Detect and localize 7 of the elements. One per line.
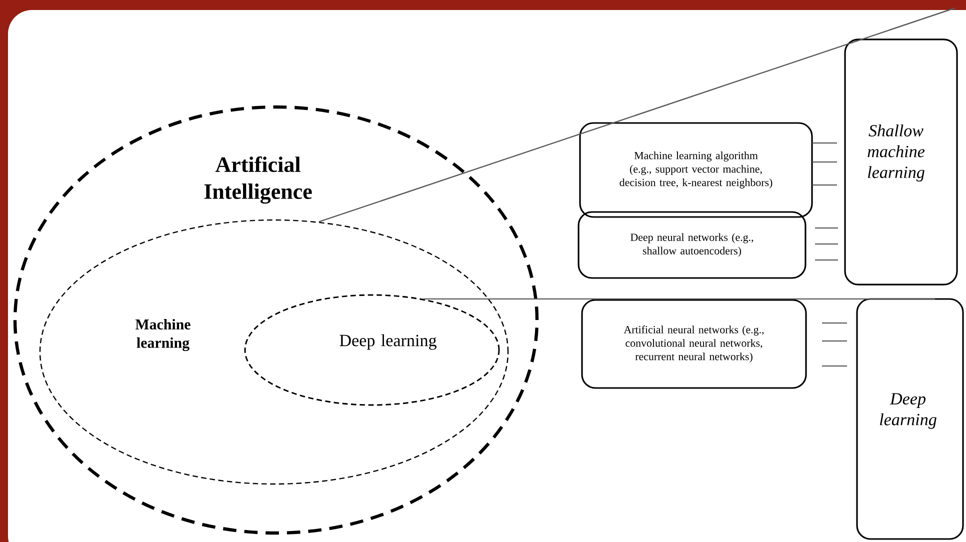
rounded-box: Machine learning algorithm (e.g., support vector machine, decision tree, k-nearest neighbors)	[579, 122, 813, 218]
rounded-box: Artificial neural networks (e.g., convolutional neural networks, recurrent neural networks)	[581, 299, 807, 389]
rounded-box: Deep learning	[856, 298, 964, 540]
rounded-box: Shallow machine learning	[844, 38, 958, 286]
zoom-line	[318, 7, 956, 222]
rounded-box: Deep neural networks (e.g., shallow autoencoders)	[578, 211, 806, 279]
zoom-line	[423, 298, 936, 300]
